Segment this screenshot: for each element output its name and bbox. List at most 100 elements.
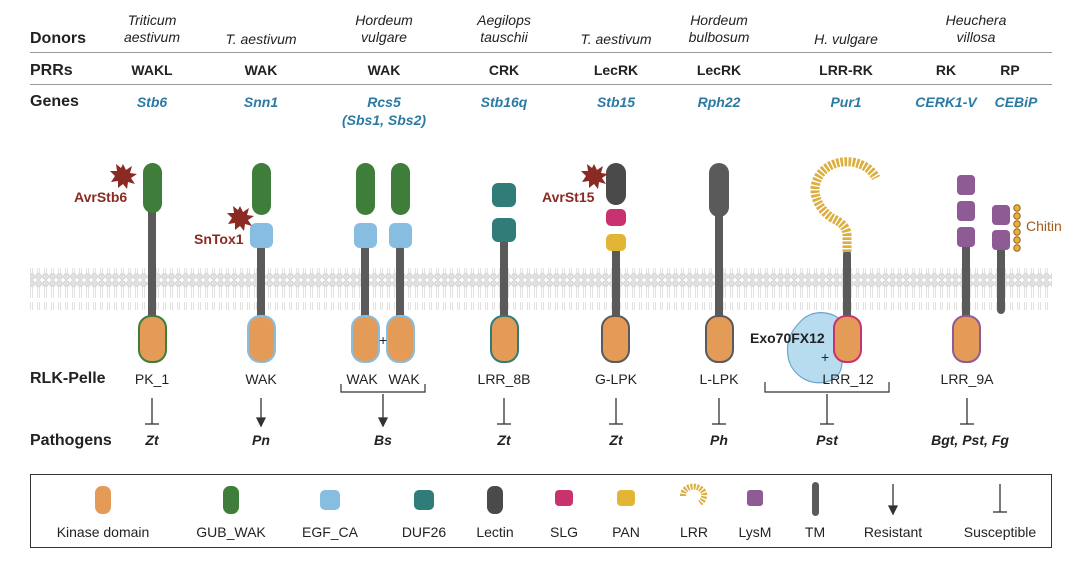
pathogen-col-4: Zt bbox=[497, 432, 511, 448]
pathogen-col-6: Ph bbox=[710, 432, 728, 448]
gene-col-8a: CERK1-V bbox=[915, 94, 977, 110]
rlk-col-4: LRR_8B bbox=[477, 371, 531, 387]
susceptible-bar-icon bbox=[609, 398, 623, 425]
gene-col-5: Stb15 bbox=[596, 94, 636, 110]
receptor-cebip bbox=[992, 204, 1021, 314]
legend-label-lectin: Lectin bbox=[476, 524, 514, 540]
prr-col-3: WAK bbox=[367, 62, 401, 78]
tm-icon bbox=[500, 238, 508, 324]
lysm-icon bbox=[747, 490, 763, 506]
gene-col-6: Rph22 bbox=[697, 94, 741, 110]
lectin-icon bbox=[487, 486, 503, 514]
gub-wak-icon bbox=[391, 163, 410, 215]
chitin-icon bbox=[1013, 204, 1021, 252]
receptor-stb6 bbox=[138, 163, 167, 363]
gene-col-1: Stb6 bbox=[136, 94, 168, 110]
tm-icon bbox=[812, 482, 819, 516]
tm-icon bbox=[997, 238, 1005, 314]
legend-label-kinase: Kinase domain bbox=[56, 524, 150, 540]
kinase-domain-icon bbox=[247, 315, 276, 363]
resistant-arrow-icon bbox=[887, 484, 899, 516]
lysm-icon bbox=[992, 230, 1010, 250]
duf26-icon bbox=[492, 218, 516, 242]
lrr-icon bbox=[680, 483, 708, 506]
gene-col-7: Pur1 bbox=[830, 94, 862, 110]
susceptible-bar-icon bbox=[712, 398, 726, 425]
donor-col-5: T. aestivum bbox=[580, 31, 652, 47]
label-avrstb6: AvrStb6 bbox=[74, 189, 128, 205]
tm-icon bbox=[843, 250, 851, 324]
receptor-rcs5-left bbox=[351, 163, 380, 363]
lrr-icon bbox=[810, 157, 881, 252]
tm-icon bbox=[612, 246, 620, 324]
tm-icon bbox=[257, 240, 265, 324]
row-label-donors: Donors bbox=[30, 30, 86, 47]
kinase-domain-icon bbox=[95, 486, 111, 514]
legend-label-gub-wak: GUB_WAK bbox=[196, 524, 266, 540]
plus-sign-rcs5: + bbox=[379, 332, 388, 348]
rlk-col-1: PK_1 bbox=[134, 371, 170, 387]
tm-icon bbox=[715, 212, 723, 324]
effector-avrstb6-icon bbox=[110, 164, 137, 189]
lysm-icon bbox=[957, 201, 975, 221]
bracket-pur1 bbox=[764, 382, 890, 393]
pathogen-col-2: Pn bbox=[252, 432, 270, 448]
tm-icon bbox=[148, 196, 156, 322]
rlk-col-2: WAK bbox=[245, 371, 277, 387]
egf-ca-icon bbox=[250, 223, 273, 248]
tm-icon bbox=[361, 240, 369, 324]
rlk-col-6: L-LPK bbox=[699, 371, 739, 387]
pathogen-col-3: Bs bbox=[374, 432, 392, 448]
lysm-icon bbox=[957, 175, 975, 195]
gub-wak-icon bbox=[252, 163, 271, 215]
rlk-col-3a: WAK bbox=[346, 371, 378, 387]
susceptible-bar-icon bbox=[960, 398, 974, 425]
rlk-col-3b: WAK bbox=[388, 371, 420, 387]
divider-donors bbox=[30, 52, 1052, 53]
susceptible-bar-icon bbox=[145, 398, 159, 425]
kinase-domain-icon bbox=[952, 315, 981, 363]
gene-col-2: Snn1 bbox=[243, 94, 279, 110]
pathogen-col-7: Pst bbox=[816, 432, 838, 448]
label-chitin: Chitin bbox=[1026, 218, 1062, 234]
plus-sign-pur1: + bbox=[821, 349, 830, 365]
resistant-arrow-icon bbox=[255, 398, 267, 428]
donor-col-7: H. vulgare bbox=[814, 31, 878, 47]
kinase-domain-icon bbox=[386, 315, 415, 363]
kinase-domain-icon bbox=[833, 315, 862, 363]
legend-label-resistant: Resistant bbox=[863, 524, 923, 540]
prr-col-4: CRK bbox=[488, 62, 520, 78]
label-exo70fx12: Exo70FX12 bbox=[750, 330, 825, 346]
slg-icon bbox=[606, 209, 626, 226]
receptor-stb16q bbox=[490, 183, 519, 363]
susceptible-bar-icon bbox=[820, 394, 834, 425]
egf-ca-icon bbox=[320, 490, 340, 510]
lysm-icon bbox=[957, 227, 975, 247]
egf-ca-icon bbox=[389, 223, 412, 248]
pathogen-col-5: Zt bbox=[609, 432, 623, 448]
effector-avrst15-icon bbox=[581, 164, 608, 189]
pan-icon bbox=[606, 234, 626, 251]
lectin-icon bbox=[606, 163, 626, 205]
legend-label-pan: PAN bbox=[612, 524, 640, 540]
prr-col-5: LecRK bbox=[593, 62, 639, 78]
kinase-domain-icon bbox=[601, 315, 630, 363]
slg-icon bbox=[555, 490, 573, 506]
gene-col-8b: CEBiP bbox=[994, 94, 1038, 110]
susceptible-bar-icon bbox=[497, 398, 511, 425]
pathogen-col-8: Bgt, Pst, Fg bbox=[931, 432, 1009, 448]
prr-col-2: WAK bbox=[244, 62, 278, 78]
receptor-cerk1-v bbox=[952, 175, 981, 363]
legend-label-lrr: LRR bbox=[679, 524, 709, 540]
row-label-rlk-pelle: RLK-Pelle bbox=[30, 370, 106, 387]
prr-col-8a: RK bbox=[935, 62, 957, 78]
tm-icon bbox=[962, 238, 970, 324]
receptor-stb15 bbox=[601, 163, 630, 363]
label-avrst15: AvrSt15 bbox=[542, 189, 595, 205]
duf26-icon bbox=[492, 183, 516, 207]
prr-col-1: WAKL bbox=[131, 62, 173, 78]
legend-label-slg: SLG bbox=[549, 524, 579, 540]
rlk-col-7: LRR_12 bbox=[822, 371, 874, 387]
